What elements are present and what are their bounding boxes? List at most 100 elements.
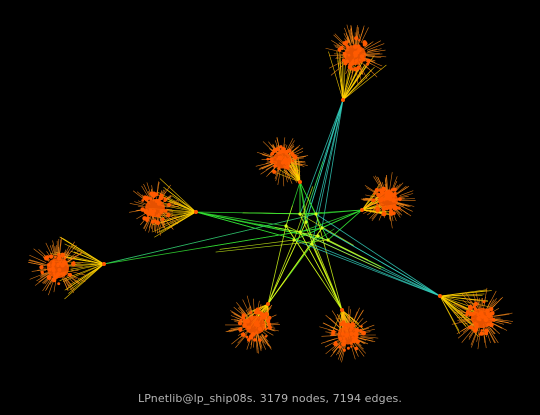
fan-edge — [158, 211, 197, 219]
halo-edge — [61, 276, 69, 292]
hub-edge — [311, 99, 344, 245]
cluster-node — [489, 322, 494, 328]
halo-edge — [134, 201, 145, 205]
cluster-node — [277, 155, 281, 160]
cluster-tip-node — [102, 262, 106, 266]
hub-edge — [299, 209, 363, 233]
halo-edge — [353, 318, 364, 330]
cluster-node — [351, 336, 355, 339]
halo-edge — [293, 161, 306, 164]
cluster-node — [343, 55, 347, 58]
cluster-node — [485, 318, 489, 322]
halo-edge — [360, 336, 374, 340]
cluster-node — [256, 323, 260, 328]
halo-edge — [55, 245, 58, 256]
cluster-node — [356, 65, 361, 70]
fan-edge — [361, 193, 377, 211]
cluster-node — [342, 336, 346, 340]
cluster-node — [353, 50, 359, 56]
halo-edge — [487, 328, 496, 344]
cluster-node — [482, 300, 486, 304]
cluster-node — [380, 196, 385, 201]
cluster-node — [472, 327, 478, 333]
cluster-node — [291, 153, 296, 158]
hub-edge — [293, 239, 441, 297]
cluster-node — [291, 159, 294, 163]
halo-edge — [328, 60, 344, 69]
cluster-node — [253, 310, 259, 315]
cluster-node — [349, 341, 353, 345]
fan-edge — [331, 309, 343, 334]
fan-edge — [162, 211, 197, 221]
cluster-node — [385, 206, 389, 211]
cluster-node — [60, 252, 66, 258]
cluster-node — [473, 301, 479, 306]
halo-edge — [283, 166, 289, 180]
cluster-node — [468, 306, 473, 311]
cluster-node — [334, 340, 338, 344]
halo-edge — [234, 318, 244, 323]
halo-edge — [29, 254, 47, 263]
cluster-node — [331, 332, 335, 336]
halo-edge — [326, 338, 336, 342]
cluster-node — [56, 253, 60, 256]
cluster-node — [46, 263, 51, 267]
hub-edge — [103, 213, 317, 265]
halo-edge — [352, 307, 360, 325]
cluster-node — [478, 311, 484, 316]
cluster-far-left — [27, 236, 106, 296]
halo-edge — [493, 314, 510, 317]
halo-edge — [337, 344, 345, 360]
hub-edge — [285, 225, 323, 281]
halo-edge — [349, 28, 354, 44]
cluster-node — [389, 210, 394, 216]
cluster-node — [387, 205, 393, 210]
cluster-node — [342, 51, 347, 56]
fan-edge — [342, 58, 359, 101]
cluster-node — [480, 329, 484, 332]
cluster-node — [277, 166, 281, 170]
cluster-node — [376, 203, 379, 207]
cluster-node — [250, 316, 254, 320]
fan-edge — [60, 237, 105, 265]
cluster-node — [262, 315, 267, 320]
hub-edge — [258, 223, 301, 233]
fan-edge — [361, 209, 387, 213]
halo-edge — [261, 336, 266, 345]
cluster-right — [360, 172, 416, 229]
cluster-node — [68, 272, 73, 277]
halo-edge — [46, 274, 55, 290]
halo-edge — [28, 259, 45, 265]
halo-edge — [367, 55, 382, 58]
halo-edge — [357, 336, 376, 342]
halo-edge — [395, 203, 405, 208]
halo-edge — [366, 48, 382, 53]
halo-edge — [364, 41, 374, 48]
cluster-node — [372, 192, 376, 195]
cluster-node — [280, 161, 285, 165]
cluster-node — [479, 331, 484, 336]
halo-edge — [250, 305, 254, 317]
hub-edge — [307, 196, 317, 215]
halo-edge — [256, 151, 272, 158]
cluster-node — [54, 255, 57, 259]
cluster-node — [383, 198, 386, 202]
cluster-tip-node — [194, 210, 198, 214]
cluster-node — [52, 272, 56, 275]
cluster-node — [354, 36, 359, 41]
cluster-node — [56, 263, 60, 268]
cluster-node — [483, 315, 487, 319]
halo-edge — [39, 271, 50, 277]
halo-edge — [230, 318, 246, 323]
cluster-node — [476, 313, 480, 317]
halo-edge — [288, 165, 301, 177]
halo-edge — [360, 61, 368, 69]
hub-edge — [267, 225, 287, 305]
cluster-bottom-left — [225, 295, 280, 354]
halo-edge — [325, 340, 341, 355]
hub-edge — [315, 213, 441, 297]
cluster-node — [349, 328, 352, 332]
halo-edge — [351, 317, 354, 323]
halo-edge — [463, 321, 472, 325]
halo-edge — [394, 186, 408, 196]
